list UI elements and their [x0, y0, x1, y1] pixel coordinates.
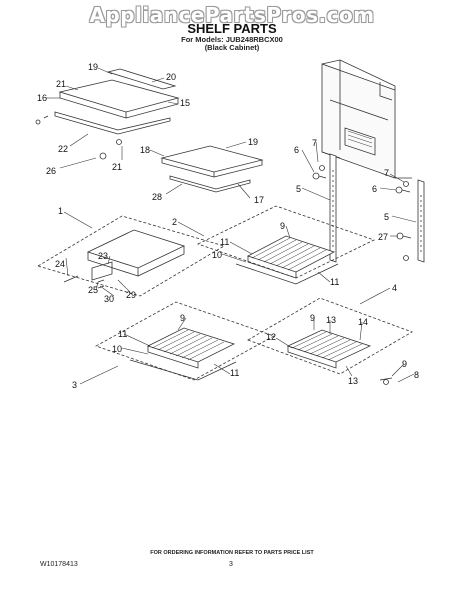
callout-9b: 9 — [180, 313, 185, 323]
callout-10b: 10 — [112, 344, 122, 354]
ordering-note: FOR ORDERING INFORMATION REFER TO PARTS … — [150, 550, 314, 556]
callout-3: 3 — [72, 380, 77, 390]
callout-30: 30 — [104, 294, 114, 304]
callout-11d: 11 — [230, 368, 239, 378]
callout-9d: 9 — [402, 359, 407, 369]
callout-11b: 11 — [330, 277, 339, 287]
callout-9c: 9 — [310, 313, 315, 323]
group-boxes — [37, 205, 413, 381]
document-id: W10178413 — [40, 561, 78, 568]
callout-4: 4 — [392, 283, 397, 293]
callout-12: 12 — [266, 332, 276, 342]
callout-13b: 13 — [348, 376, 358, 386]
callout-15: 15 — [180, 98, 190, 108]
page-number: 3 — [229, 561, 233, 568]
callout-2: 2 — [172, 217, 177, 227]
callout-7b: 7 — [384, 168, 389, 178]
wire-shelf-right — [286, 329, 393, 385]
callout-labels: 19 20 21 16 15 22 21 26 19 18 28 17 7 6 … — [37, 62, 419, 390]
callout-19a: 19 — [88, 62, 98, 72]
watermark: AppliancePartsPros.com — [89, 3, 375, 27]
callout-6a: 6 — [294, 145, 299, 155]
callout-28: 28 — [152, 192, 162, 202]
model-line: For Models: JUB248RBCX00 — [181, 35, 283, 44]
wire-shelf-lower — [129, 327, 237, 381]
callout-25: 25 — [88, 285, 98, 295]
callout-9a: 9 — [280, 221, 285, 231]
callout-11c: 11 — [118, 329, 127, 339]
callout-19b: 19 — [248, 137, 258, 147]
callout-17: 17 — [254, 195, 264, 205]
callout-7a: 7 — [312, 138, 317, 148]
callout-13a: 13 — [326, 315, 336, 325]
callout-11a: 11 — [220, 237, 229, 247]
callout-21a: 21 — [56, 79, 66, 89]
callout-5b: 5 — [384, 212, 389, 222]
right-side-rail — [417, 179, 425, 263]
callout-6b: 6 — [372, 184, 377, 194]
callout-1: 1 — [58, 206, 63, 216]
callout-18: 18 — [140, 145, 150, 155]
callout-29: 29 — [126, 290, 136, 300]
leader-lines — [46, 67, 417, 385]
callout-22: 22 — [58, 144, 68, 154]
callout-20: 20 — [166, 72, 176, 82]
callout-24: 24 — [55, 259, 65, 269]
variant-line: (Black Cabinet) — [204, 43, 260, 52]
wire-shelf-upper — [235, 235, 339, 285]
callout-14: 14 — [358, 317, 368, 327]
left-side-rail — [329, 153, 337, 263]
callout-27: 27 — [378, 232, 388, 242]
callout-8: 8 — [414, 370, 419, 380]
callout-16: 16 — [37, 93, 47, 103]
callout-26: 26 — [46, 166, 56, 176]
callout-21b: 21 — [112, 162, 122, 172]
callout-5a: 5 — [296, 184, 301, 194]
screws — [35, 119, 412, 261]
middle-shelf-assembly — [160, 145, 264, 193]
diagram-title: SHELF PARTS — [187, 21, 277, 36]
callout-23: 23 — [98, 251, 108, 261]
callout-10a: 10 — [212, 250, 222, 260]
crisper-cover-assembly — [63, 229, 186, 289]
